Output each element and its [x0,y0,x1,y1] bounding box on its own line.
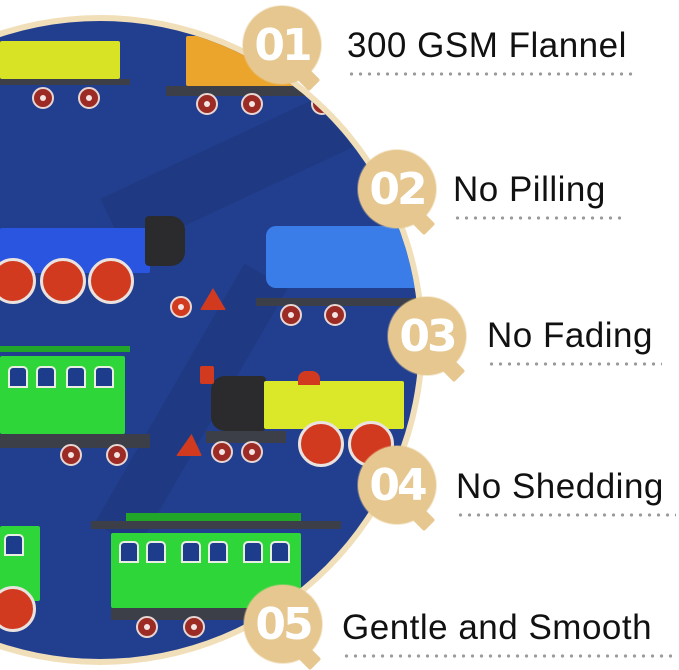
feature-item-04: No Shedding [456,467,676,517]
feature-badge-02: 02 [358,150,436,228]
feature-badge-03: 03 [388,297,466,375]
feature-badge-01: 01 [243,6,321,84]
dotted-divider [347,72,637,76]
dotted-divider [487,362,662,366]
dotted-divider [456,513,676,517]
feature-label: No Fading [487,316,653,355]
feature-label: No Shedding [456,467,664,506]
feature-badge-05: 05 [244,585,322,663]
feature-item-03: No Fading [487,316,662,366]
fabric-pattern-image [0,21,419,659]
feature-item-01: 300 GSM Flannel [347,26,637,76]
dotted-divider [453,216,625,220]
feature-label: No Pilling [453,170,606,209]
feature-badge-04: 04 [358,446,436,524]
feature-label: 300 GSM Flannel [347,26,627,65]
feature-label: Gentle and Smooth [342,608,653,647]
feature-item-05: Gentle and Smooth [342,608,672,658]
dotted-divider [342,654,672,658]
feature-item-02: No Pilling [453,170,625,220]
